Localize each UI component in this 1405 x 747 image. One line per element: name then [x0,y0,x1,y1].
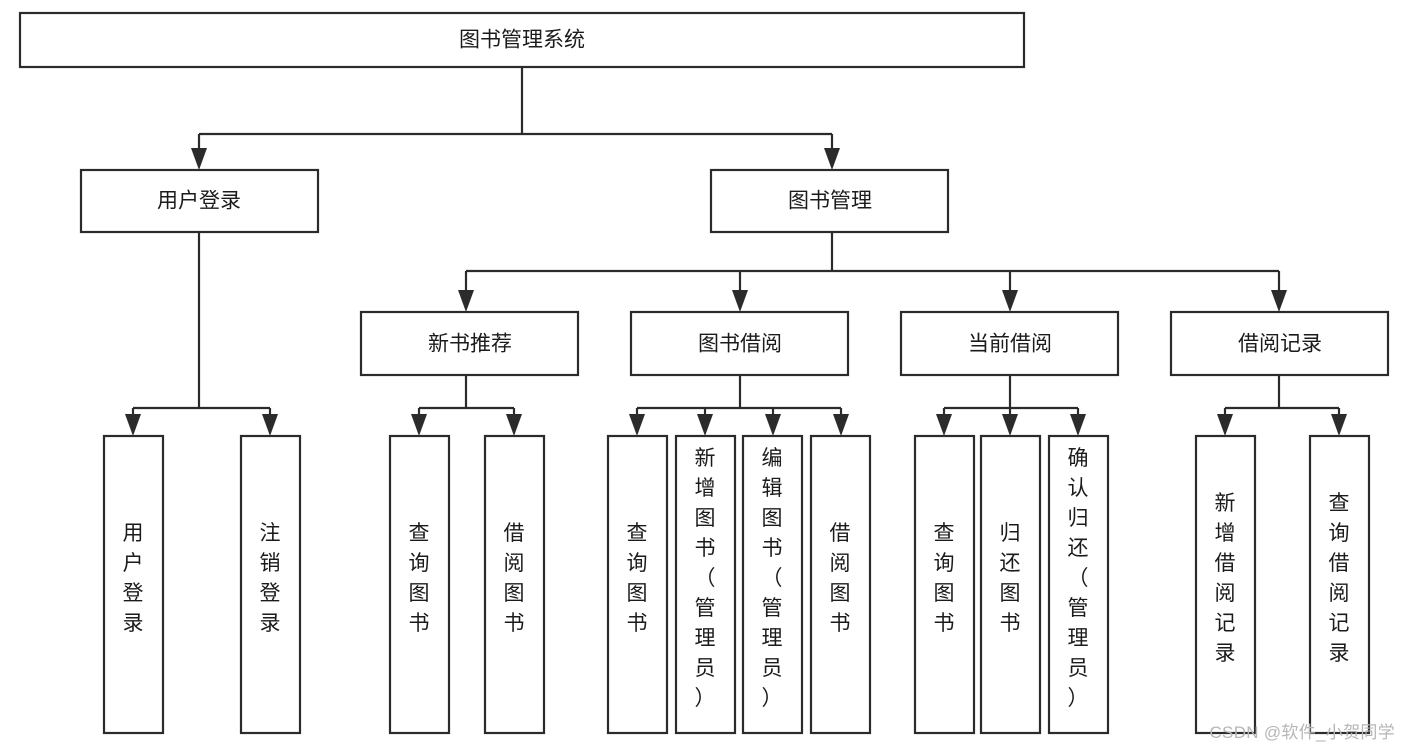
arrow-head-br-leaf-1 [1217,414,1233,436]
leaf-book-borrow-2-label: 编辑图书（管理员） [762,447,783,710]
csdn-watermark: CSDN @软件_小贺同学 [1209,723,1395,742]
leaf-borrow-record-0-box[interactable] [1194,434,1257,735]
leaf-user-login-1-label: 注销登录 [260,522,281,635]
arrow-head-br-leaf-2 [1331,414,1347,436]
node-root[interactable]: 图书管理系统 [18,11,1026,69]
leaf-new-book-1[interactable]: 借阅图书 [483,434,546,735]
leaf-book-borrow-0[interactable]: 查询图书 [606,434,669,735]
arrow-head-book-mgmt [824,148,840,170]
leaf-current-borrow-1-label: 归还图书 [1000,522,1021,635]
node-borrow-record-label: 借阅记录 [1238,333,1322,356]
leaf-user-login-1-box[interactable] [239,434,302,735]
leaf-borrow-record-1-box[interactable] [1308,434,1371,735]
arrow-head-new-book [458,290,474,312]
leaf-book-borrow-0-label: 查询图书 [627,522,648,635]
node-user-login-box[interactable] [79,168,320,234]
arrow-head-bb-leaf-3 [765,414,781,436]
leaf-current-borrow-0-label: 查询图书 [934,522,955,635]
arrow-head-user-login [191,148,207,170]
arrow-head-leaf-logout [262,414,278,436]
node-book-borrow[interactable]: 图书借阅 [629,310,850,377]
node-book-management-box[interactable] [709,168,950,234]
leaf-borrow-record-1-label: 查询借阅记录 [1329,492,1350,665]
connectors-book-borrow-to-leaves [629,375,849,436]
leaf-book-borrow-3[interactable]: 借阅图书 [809,434,872,735]
leaf-user-login-0[interactable]: 用户登录 [102,434,165,735]
arrow-head-bb-leaf-4 [833,414,849,436]
leaf-current-borrow-1[interactable]: 归还图书 [979,434,1042,735]
leaf-current-borrow-1-box[interactable] [979,434,1042,735]
leaf-current-borrow-2-box[interactable] [1047,434,1110,735]
leaf-new-book-0-label: 查询图书 [409,522,430,635]
node-user-login[interactable]: 用户登录 [79,168,320,234]
arrow-head-bb-leaf-1 [629,414,645,436]
arrow-head-nb-leaf-2 [506,414,522,436]
connectors-root-to-level2 [191,67,840,170]
leaf-current-borrow-0[interactable]: 查询图书 [913,434,976,735]
arrow-head-cb-leaf-3 [1070,414,1086,436]
connectors-book-mgmt-to-level3 [458,232,1287,312]
arrow-head-cb-leaf-1 [936,414,952,436]
leaf-new-book-0-box[interactable] [388,434,451,735]
arrow-head-bb-leaf-2 [697,414,713,436]
leaf-user-login-1[interactable]: 注销登录 [239,434,302,735]
leaf-new-book-0[interactable]: 查询图书 [388,434,451,735]
node-borrow-record[interactable]: 借阅记录 [1169,310,1390,377]
leaf-current-borrow-2-label: 确认归还（管理员） [1068,447,1089,710]
node-current-borrow-label: 当前借阅 [968,333,1052,356]
leaf-current-borrow-0-box[interactable] [913,434,976,735]
connectors-current-borrow-to-leaves [936,375,1086,436]
leaf-book-borrow-0-box[interactable] [606,434,669,735]
leaf-book-borrow-1-label: 新增图书（管理员） [695,447,716,710]
leaf-new-book-1-box[interactable] [483,434,546,735]
leaf-book-borrow-3-label: 借阅图书 [830,522,851,635]
leaf-borrow-record-1[interactable]: 查询借阅记录 [1308,434,1371,735]
leaf-new-book-1-label: 借阅图书 [504,522,525,635]
arrow-head-borrow-record [1271,290,1287,312]
node-borrow-record-box[interactable] [1169,310,1390,377]
connectors-user-login-to-leaves [125,232,278,436]
node-root-box[interactable] [18,11,1026,69]
leaf-book-borrow-2-box[interactable] [741,434,804,735]
node-book-management-label: 图书管理 [788,190,872,213]
node-new-book-recommend-box[interactable] [359,310,580,377]
arrow-head-nb-leaf-1 [411,414,427,436]
leaf-user-login-0-label: 用户登录 [123,522,144,635]
leaf-current-borrow-2[interactable]: 确认归还（管理员） [1047,434,1110,735]
arrow-head-current-borrow [1002,290,1018,312]
arrow-head-leaf-user-login [125,414,141,436]
node-new-book-recommend[interactable]: 新书推荐 [359,310,580,377]
leaf-book-borrow-3-box[interactable] [809,434,872,735]
leaf-book-borrow-1-box[interactable] [674,434,737,735]
leaf-book-borrow-1[interactable]: 新增图书（管理员） [674,434,737,735]
leaf-borrow-record-0[interactable]: 新增借阅记录 [1194,434,1257,735]
arrow-head-book-borrow [732,290,748,312]
leaf-borrow-record-0-label: 新增借阅记录 [1215,492,1236,665]
node-new-book-recommend-label: 新书推荐 [428,333,512,356]
node-current-borrow-box[interactable] [899,310,1120,377]
node-user-login-label: 用户登录 [157,190,241,213]
node-book-management[interactable]: 图书管理 [709,168,950,234]
node-current-borrow[interactable]: 当前借阅 [899,310,1120,377]
connectors-new-book-to-leaves [411,375,522,436]
connectors-borrow-record-to-leaves [1217,375,1347,436]
arrow-head-cb-leaf-2 [1002,414,1018,436]
node-root-label: 图书管理系统 [459,29,585,52]
leaf-user-login-0-box[interactable] [102,434,165,735]
leaf-book-borrow-2[interactable]: 编辑图书（管理员） [741,434,804,735]
node-book-borrow-box[interactable] [629,310,850,377]
node-book-borrow-label: 图书借阅 [698,333,782,356]
